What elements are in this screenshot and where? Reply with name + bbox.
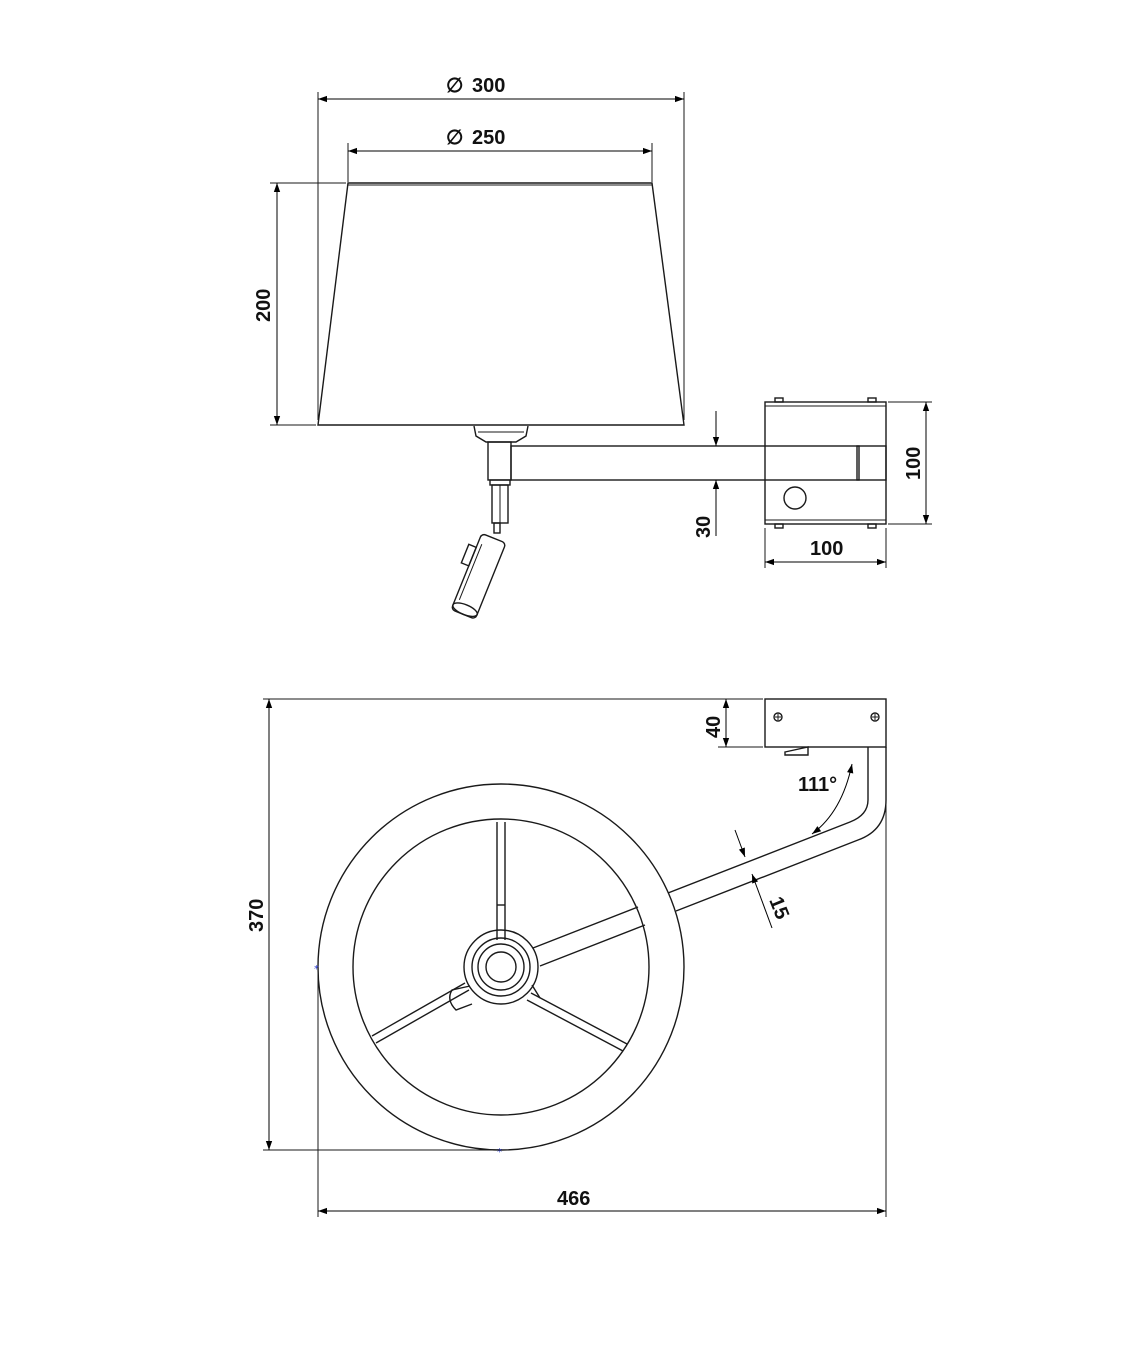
reading-spotlight [451, 533, 506, 619]
switch-button [783, 486, 807, 510]
label-shade-outer-diameter: 300 [472, 75, 505, 97]
screw-right [870, 712, 880, 722]
front-view: ∅ 300 ∅ 250 200 30 100 [253, 75, 932, 619]
label-depth: 370 [246, 899, 268, 932]
center-hub [449, 929, 539, 1011]
wall-box [764, 397, 887, 529]
label-shade-inner-diameter: 250 [472, 127, 505, 149]
construction-marker-bottom: * [497, 1147, 502, 1158]
wall-plate [764, 698, 887, 756]
label-box-height: 100 [903, 447, 925, 480]
diameter-symbol: ∅ [446, 75, 463, 97]
construction-marker-left: * [314, 964, 319, 975]
shade-rings [317, 783, 685, 1151]
dim-shade-height: 200 [253, 182, 346, 426]
label-shade-height: 200 [253, 289, 275, 322]
label-arm-angle: 111° [798, 774, 837, 796]
stem [487, 441, 512, 534]
top-view: * * 370 466 40 15 [246, 698, 887, 1217]
dim-shade-outer-diameter: ∅ 300 [317, 75, 685, 420]
diameter-symbol: ∅ [446, 127, 463, 149]
shade-spokes [371, 822, 628, 1052]
dim-arm-thickness: 30 [693, 411, 720, 538]
label-box-width: 100 [810, 538, 843, 560]
dim-shade-inner-diameter: ∅ 250 [347, 127, 653, 182]
dim-width: 466 [317, 749, 887, 1217]
dim-box-width: 100 [764, 528, 887, 568]
dim-arm-width: 15 [734, 829, 793, 929]
label-box-depth: 40 [703, 716, 725, 738]
dim-arm-angle: 111° [798, 763, 854, 835]
screw-left [773, 712, 783, 722]
dim-depth: 370 [246, 698, 763, 1151]
horizontal-arm [510, 445, 860, 481]
dim-box-depth: 40 [703, 699, 763, 748]
dim-box-height: 100 [888, 401, 932, 525]
lamp-shade [317, 182, 685, 426]
label-arm-thickness: 30 [693, 516, 715, 538]
shade-mount [473, 425, 529, 443]
label-width: 466 [557, 1188, 590, 1210]
